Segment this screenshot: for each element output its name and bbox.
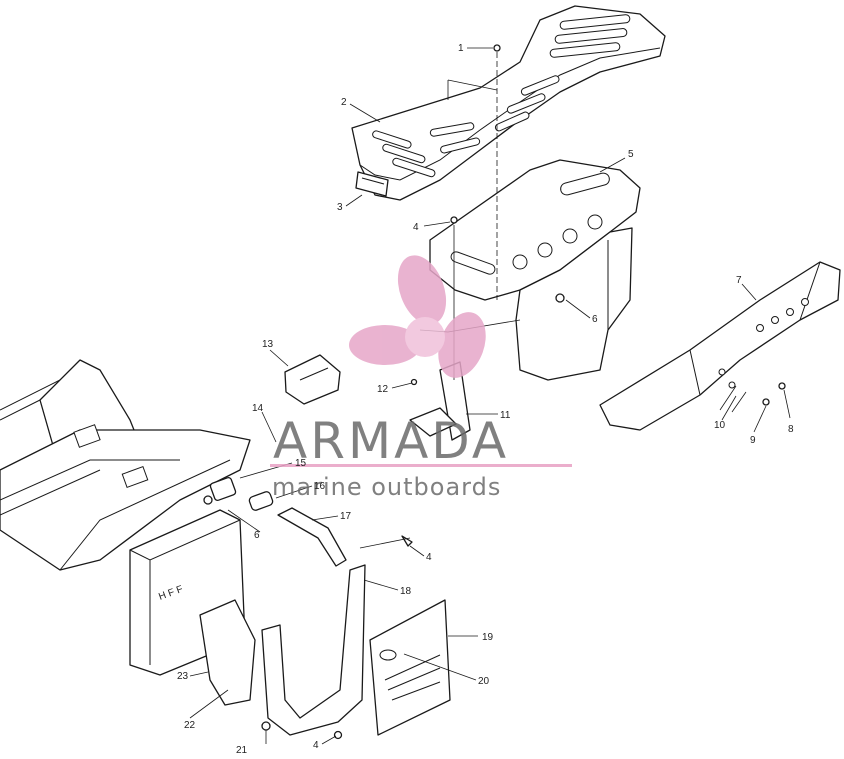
frame-rear-section (0, 359, 251, 571)
callout-23: 23 (177, 671, 189, 682)
brand-wordmark: ARMADA (273, 412, 509, 470)
side-panel (199, 599, 256, 706)
callout-17: 17 (340, 511, 352, 522)
rear-rack (351, 5, 666, 201)
callout-6: 6 (592, 314, 598, 325)
callout-14: 14 (252, 403, 264, 414)
callout-2: 2 (341, 97, 347, 108)
reflector (355, 171, 389, 197)
callout-4: 4 (413, 222, 419, 233)
callout-4-bottom: 4 (313, 740, 319, 751)
callout-9: 9 (750, 435, 756, 446)
brand-tagline: marine outboards (272, 473, 501, 501)
fasteners (203, 44, 786, 740)
support-tube (277, 507, 347, 567)
callout-8: 8 (788, 424, 794, 435)
brand-rule (270, 464, 572, 467)
callout-16: 16 (314, 481, 326, 492)
callout-7: 7 (736, 275, 742, 286)
propeller-logo-icon (349, 255, 486, 378)
callout-10: 10 (714, 420, 726, 431)
callout-18: 18 (400, 586, 412, 597)
callout-12: 12 (377, 384, 389, 395)
callout-20: 20 (478, 676, 490, 687)
leader-lines (189, 47, 791, 745)
support-plate (409, 361, 471, 441)
tail-light (284, 354, 341, 405)
mud-guard-bracket (261, 564, 366, 736)
callout-6-lower: 6 (254, 530, 260, 541)
callout-15: 15 (295, 458, 307, 469)
callout-19: 19 (482, 632, 494, 643)
callout-labels: 1 2 3 4 5 6 7 8 9 10 11 12 13 14 15 16 1… (177, 43, 794, 756)
callout-1: 1 (458, 43, 464, 54)
callout-13: 13 (262, 339, 274, 350)
rack-support-bracket (429, 159, 641, 381)
rear-bumper (599, 261, 841, 431)
callout-3: 3 (337, 202, 343, 213)
callout-11: 11 (500, 410, 511, 421)
watermark: ARMADA marine outboards (270, 255, 572, 501)
callout-5: 5 (628, 149, 634, 160)
callout-22: 22 (184, 720, 196, 731)
callout-21: 21 (236, 745, 248, 756)
callout-4-lower: 4 (426, 552, 432, 563)
mud-flap (369, 599, 451, 736)
